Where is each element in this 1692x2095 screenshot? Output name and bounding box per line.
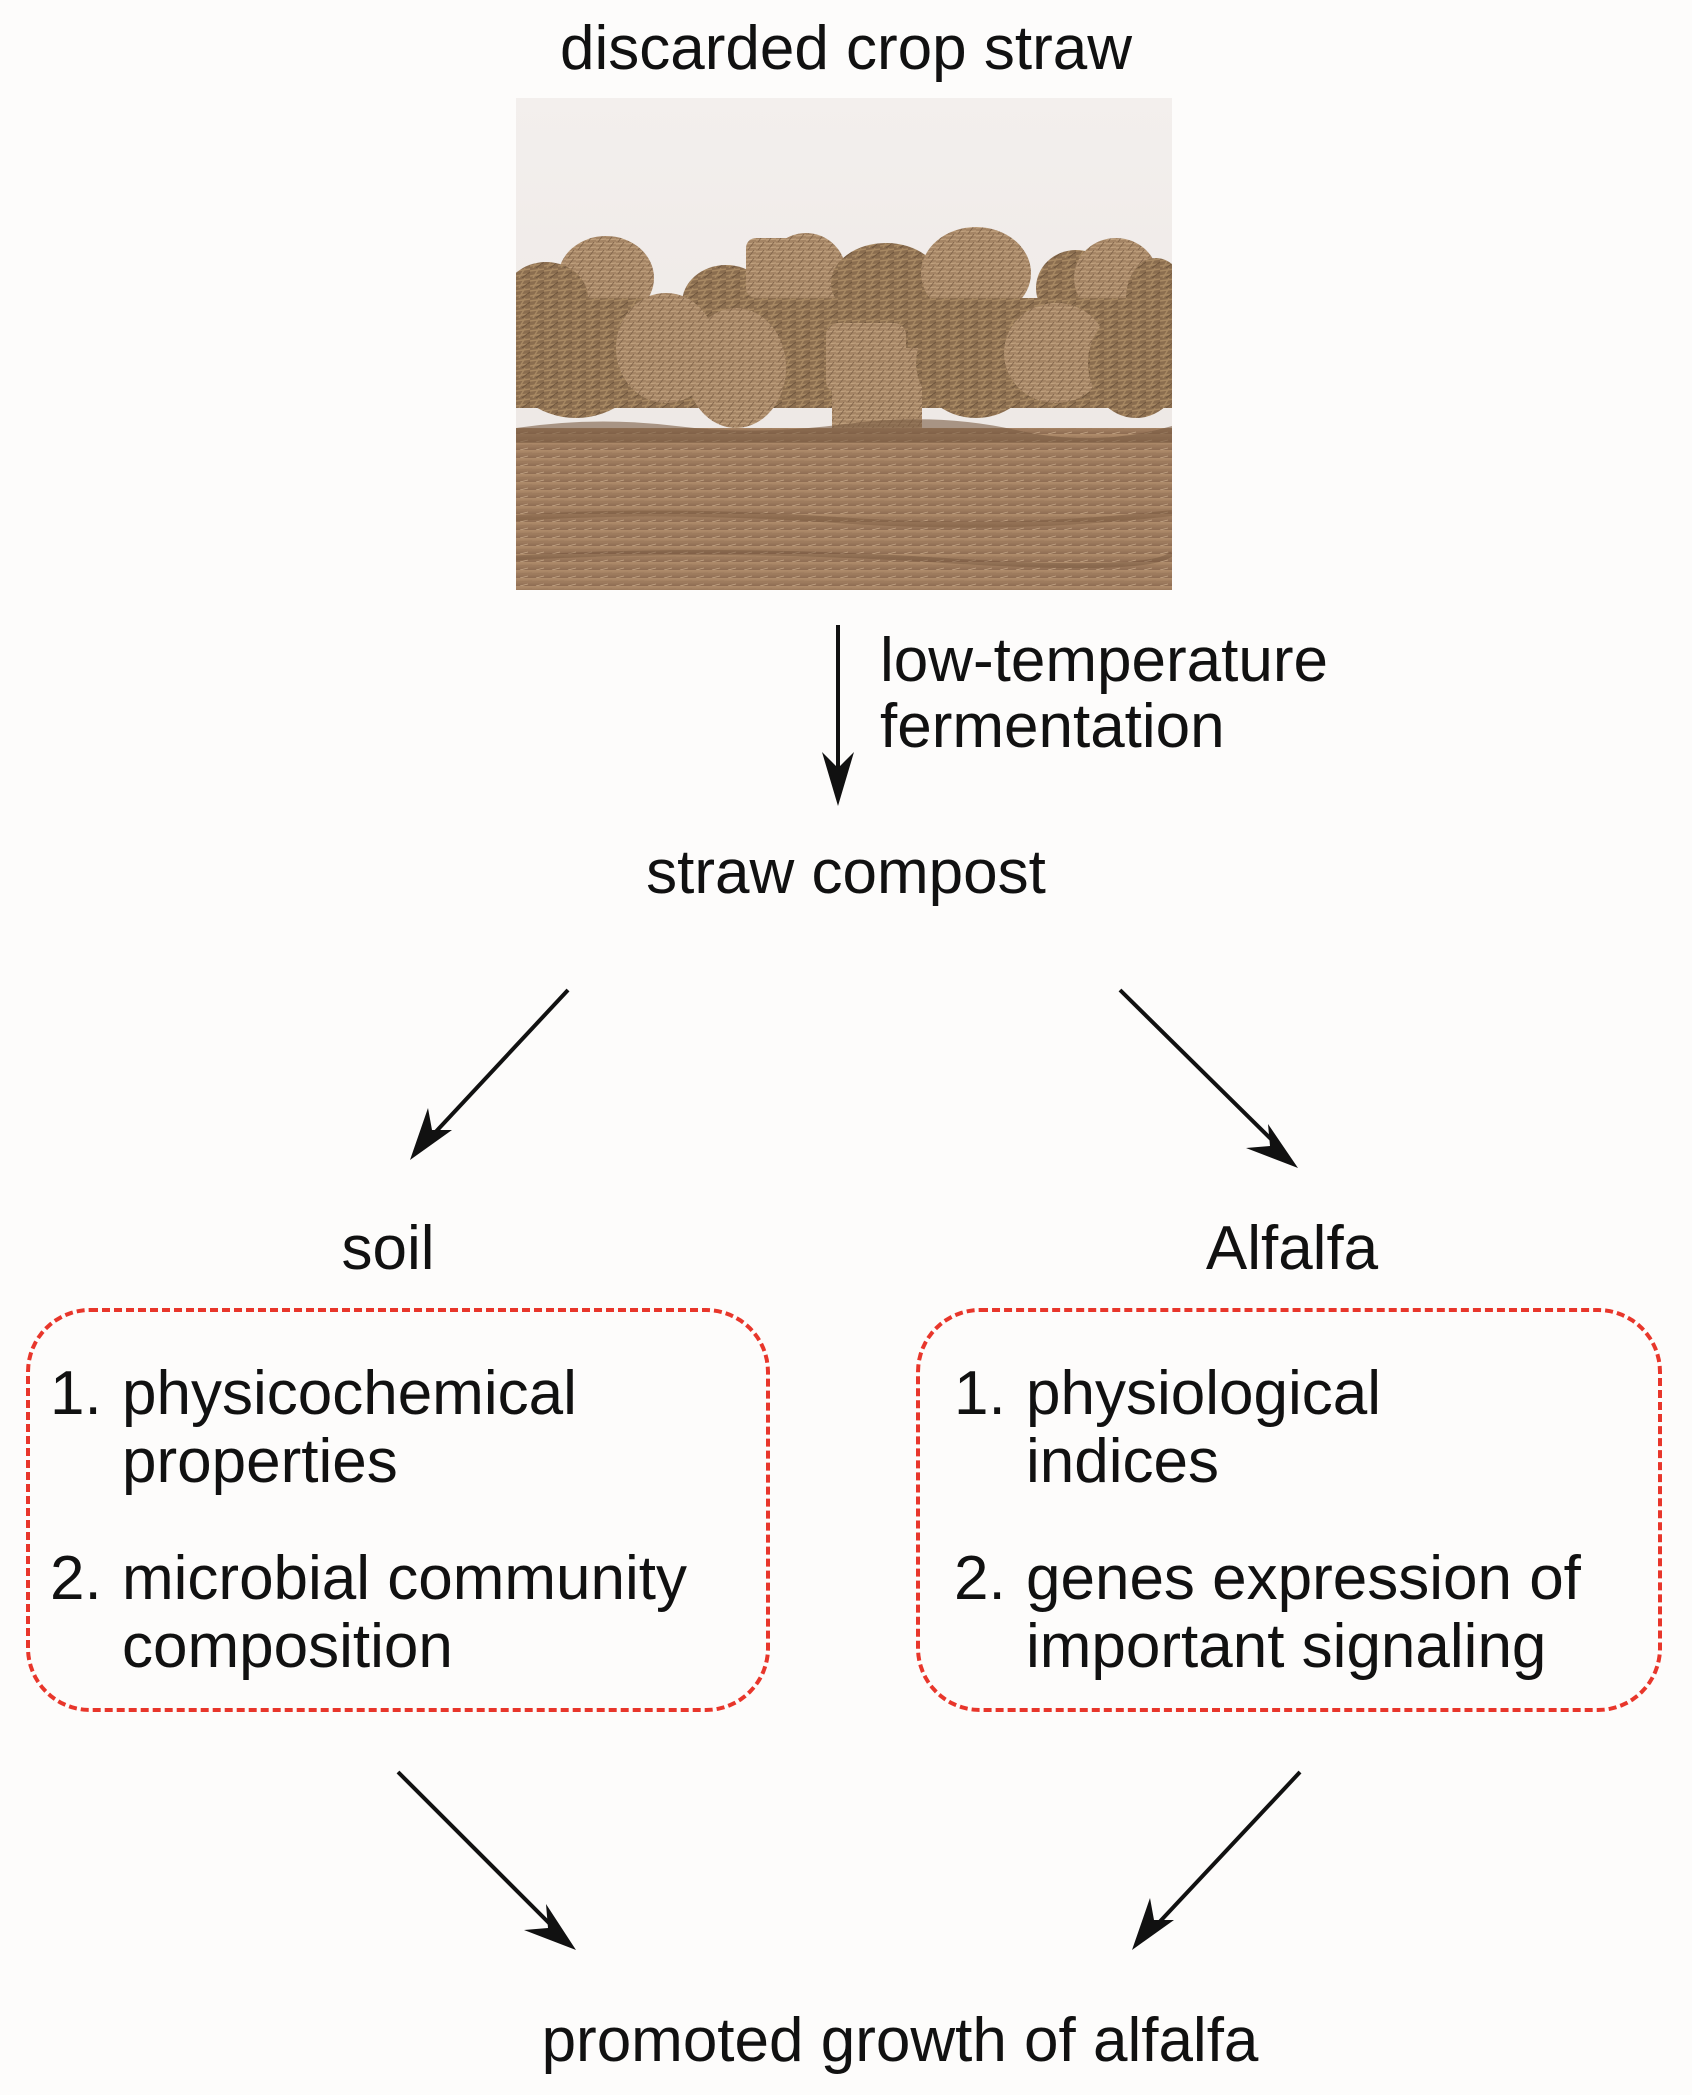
item-text: microbial community composition	[122, 1544, 688, 1681]
soil-item: 2. microbial community composition	[50, 1545, 687, 1681]
item-text: genes expression of important signaling	[1026, 1544, 1581, 1681]
arrow-alfalfa-result	[1150, 1770, 1302, 1932]
soil-analysis-box	[26, 1308, 770, 1712]
arrowhead-alfalfa-result	[1132, 1898, 1174, 1950]
arrow-compost-soil	[428, 988, 570, 1140]
arrow-compost-alfalfa	[1118, 988, 1280, 1148]
alfalfa-label: Alfalfa	[1205, 1214, 1379, 1283]
arrowhead-soil-result	[524, 1904, 576, 1950]
process-label: low-temperature fermentation	[880, 626, 1328, 761]
soil-item: 1. physicochemical properties	[50, 1360, 577, 1496]
soil-label: soil	[341, 1214, 435, 1283]
arrow-soil-result	[396, 1770, 558, 1932]
compost-label: straw compost	[646, 838, 1046, 907]
item-number: 1.	[50, 1359, 102, 1428]
result-label: promoted growth of alfalfa	[541, 2006, 1259, 2075]
item-text: physicochemical properties	[122, 1359, 577, 1496]
item-number: 2.	[954, 1544, 1006, 1613]
arrowhead-compost-soil	[410, 1108, 452, 1160]
straw-photo	[516, 98, 1172, 590]
alfalfa-analysis-box	[916, 1308, 1662, 1712]
arrowhead-compost-alfalfa	[1246, 1124, 1298, 1168]
diagram-top-title: discarded crop straw	[559, 14, 1133, 83]
alfalfa-item: 2. genes expression of important signali…	[954, 1545, 1581, 1681]
item-number: 1.	[954, 1359, 1006, 1428]
item-text: physiological indices	[1026, 1359, 1381, 1496]
arrowhead-fermentation	[822, 752, 854, 806]
alfalfa-item: 1. physiological indices	[954, 1360, 1381, 1496]
straw-bales-image	[516, 98, 1172, 590]
item-number: 2.	[50, 1544, 102, 1613]
